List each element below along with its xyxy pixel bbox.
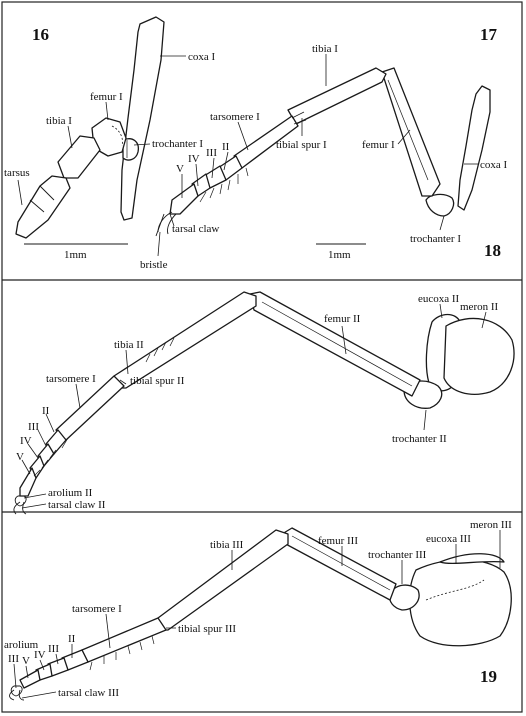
- fig18-label-tibial-spur: tibial spur II: [130, 375, 185, 387]
- fig16-label-trochanter: trochanter I: [152, 138, 203, 150]
- fig17-label-tarsal-claw: tarsal claw: [172, 223, 219, 235]
- fig17-label-v: V: [176, 163, 184, 175]
- fig17-label-bristle: bristle: [140, 259, 168, 271]
- fig18-tarsomere-i: [55, 375, 125, 441]
- fig19-label-tibia: tibia III: [210, 539, 244, 551]
- fig16-label-femur: femur I: [90, 91, 123, 103]
- fig17-coxa: [457, 85, 491, 211]
- fig17-label-tibia: tibia I: [312, 43, 338, 55]
- fig17-scale-label: 1mm: [328, 249, 351, 261]
- fig18-meron: [443, 317, 515, 395]
- fig19-meron: [408, 559, 512, 647]
- figure-16: 16 coxa I femur I tibia I trochanter I t…: [4, 16, 216, 261]
- fig18-label-tarsomere: tarsomere I: [46, 373, 96, 385]
- fig19-arolium: [10, 685, 23, 697]
- fig16-scale-label: 1mm: [64, 249, 87, 261]
- fig18-label-trochanter: trochanter II: [392, 433, 447, 445]
- fig16-tibia: [57, 135, 101, 179]
- fig19-label-arolium: arolium: [4, 639, 39, 651]
- fig17-label-trochanter: trochanter I: [410, 233, 461, 245]
- fig19-label-trochanter: trochanter III: [368, 549, 427, 561]
- fig19-label-ii: II: [68, 633, 76, 645]
- fig19-trochanter: [388, 584, 420, 611]
- fig17-label-tarsomere: tarsomere I: [210, 111, 260, 123]
- fig18-label-arolium: arolium II: [48, 487, 93, 499]
- fig19-eucoxa: [439, 553, 505, 565]
- fig17-label-iv: IV: [188, 153, 200, 165]
- fig17-label-iii: III: [206, 147, 217, 159]
- fig16-number: 16: [32, 25, 49, 44]
- fig19-label-tibial-spur: tibial spur III: [178, 623, 236, 635]
- fig18-femur: [249, 291, 421, 397]
- figure-19: 19 tib: [4, 519, 512, 701]
- fig19-tarsal-claw: [9, 689, 25, 701]
- fig18-label-tibia: tibia II: [114, 339, 144, 351]
- fig19-label-iv: IV: [34, 649, 46, 661]
- fig18-label-meron: meron II: [460, 301, 499, 313]
- fig18-label-iii: III: [28, 421, 39, 433]
- fig18-label-tarsal-claw: tarsal claw II: [48, 499, 106, 511]
- fig19-label-eucoxa: eucoxa III: [426, 533, 471, 545]
- fig18-number: 18: [484, 241, 501, 260]
- fig19-label-meron: meron III: [470, 519, 512, 531]
- fig19-label-tarsomere: tarsomere I: [72, 603, 122, 615]
- fig19-tarsomere-i: [81, 617, 167, 663]
- fig16-label-tarsus: tarsus: [4, 167, 30, 179]
- fig17-number: 17: [480, 25, 498, 44]
- fig17-bristle: [155, 213, 165, 237]
- fig18-label-femur: femur II: [324, 313, 361, 325]
- fig18-label-eucoxa: eucoxa II: [418, 293, 460, 305]
- fig17-femur: [381, 67, 441, 197]
- fig17-label-tibial-spur: tibial spur I: [276, 139, 327, 151]
- fig19-label-femur: femur III: [318, 535, 358, 547]
- fig18-label-v: V: [16, 451, 24, 463]
- fig16-label-tibia: tibia I: [46, 115, 72, 127]
- fig19-label-v: V: [22, 655, 30, 667]
- fig16-tarsus: [15, 175, 71, 239]
- fig19-tarsomere-v: [19, 669, 41, 689]
- fig18-tarsomere-v: [19, 467, 37, 497]
- fig17-label-coxa: coxa I: [480, 159, 508, 171]
- fig17-trochanter: [425, 193, 455, 217]
- fig18-label-iv: IV: [20, 435, 32, 447]
- fig19-label-iii-top: III: [8, 653, 19, 665]
- figure-18: 18: [13, 241, 515, 515]
- fig18-label-ii: II: [42, 405, 50, 417]
- fig19-label-iii: III: [48, 643, 59, 655]
- fig19-label-tarsal-claw: tarsal claw III: [58, 687, 119, 699]
- fig19-number: 19: [480, 667, 497, 686]
- fig17-label-femur: femur I: [362, 139, 395, 151]
- fig17-tibia: [287, 67, 387, 125]
- fig17-label-ii: II: [222, 141, 230, 153]
- fig16-label-coxa: coxa I: [188, 51, 216, 63]
- figure-17: 17 tibia I: [140, 25, 508, 271]
- fig16-coxa: [120, 16, 165, 221]
- fig18-tarsal-claw: [13, 501, 27, 515]
- fig17-tarsomere-v: [169, 183, 199, 215]
